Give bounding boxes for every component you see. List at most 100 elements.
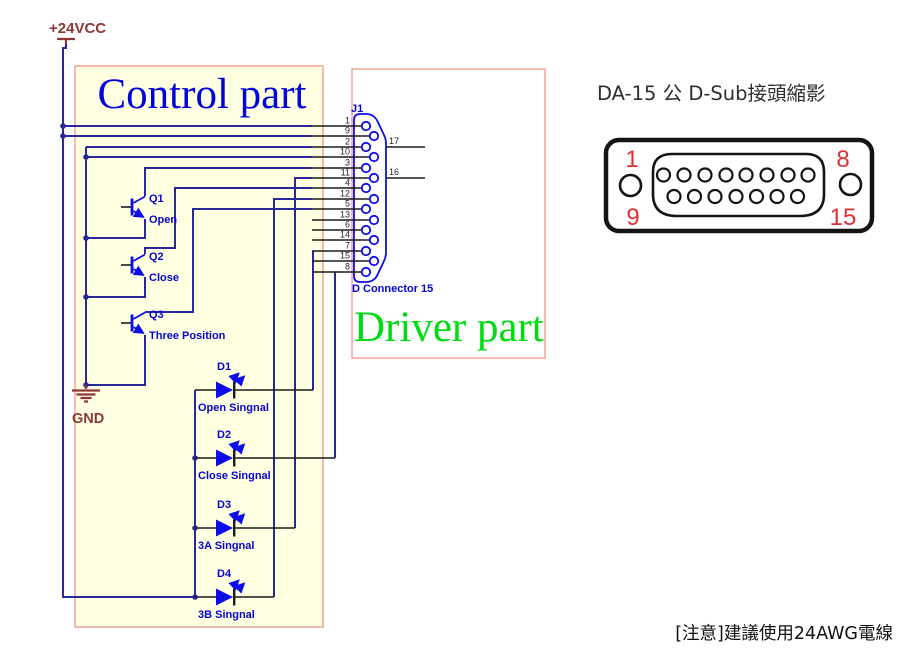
pin-number: 3: [345, 158, 350, 168]
pin-number: 7: [345, 241, 350, 251]
q2-designator: Q2: [149, 251, 164, 263]
d3-signal-label: 3A Singnal: [198, 540, 254, 552]
wire-d3-pin11: [294, 177, 312, 528]
wire-d4-pin12: [273, 198, 312, 597]
d2-triangle: [216, 449, 233, 467]
dsub-mount-hole-left: [618, 173, 643, 198]
pin-number: 1: [345, 116, 350, 126]
pin-number: 5: [345, 199, 350, 209]
q1-function-label: Open: [149, 214, 177, 226]
connector-pin-circle: [368, 172, 380, 184]
dsub-diagram: DA-15 公 D-Sub接頭縮影 1 8 9 15: [597, 82, 875, 234]
connector-pin-circle: [368, 255, 380, 267]
transistor-q1: Q1 Open: [121, 193, 177, 226]
connector-pin-circle: [360, 162, 372, 174]
q3-emitter-arrow: [132, 323, 145, 334]
driver-part-box: [351, 68, 546, 359]
dsub-pin: [666, 188, 682, 205]
dsub-pin15-label: 15: [830, 204, 857, 231]
wire-q2-pin4: [144, 187, 312, 254]
control-part-box: [74, 65, 324, 628]
pin-number: 15: [340, 251, 350, 261]
control-part-title: Control part: [98, 71, 307, 118]
d3-cathode-bar: [233, 519, 236, 537]
dsub-dshell-outline: [651, 152, 826, 218]
dsub-pin8-label: 8: [836, 146, 849, 173]
connector-pin-circle: [368, 193, 380, 205]
pin-number: 10: [340, 147, 350, 157]
wire-q2-emitter: [86, 277, 146, 298]
dsub-pin: [748, 188, 765, 205]
d4-cathode-bar: [233, 588, 236, 606]
d4-signal-label: 3B Singnal: [198, 609, 255, 621]
wire-q3-pin5: [145, 208, 312, 313]
note-text: [注意]建議使用24AWG電線: [675, 623, 893, 644]
vcc-bar: [57, 37, 75, 44]
dsub-pin: [655, 167, 672, 183]
junction-dots: [60, 123, 198, 600]
d1-signal-label: Open Singnal: [198, 402, 269, 414]
dsub-pin9-label: 9: [626, 204, 639, 231]
dsub-pin: [738, 167, 754, 183]
part-boxes: [74, 65, 546, 628]
connector-pin-circle: [360, 120, 372, 132]
d3-designator: D3: [217, 499, 231, 511]
pin-number: 14: [340, 230, 350, 240]
pin-number: 12: [340, 189, 350, 199]
connector-pin-circle: [368, 234, 380, 246]
gnd-label: GND: [72, 411, 104, 427]
q1-designator: Q1: [149, 193, 164, 205]
junction-dot: [60, 123, 66, 129]
junction-dot: [83, 154, 89, 160]
d2-light-arrow: [233, 443, 246, 455]
pin-number: 13: [340, 210, 350, 220]
d1-light-arrow: [233, 375, 246, 387]
transistor-q2: Q2 Close: [121, 251, 179, 284]
connector-pin-circle: [368, 151, 380, 163]
j1-designator: J1: [351, 103, 363, 115]
q3-designator: Q3: [149, 309, 164, 321]
gnd-symbol: GND: [72, 385, 104, 427]
j1-connector-body: [353, 113, 387, 283]
junction-dot: [60, 133, 66, 139]
q1-collector: [132, 195, 146, 204]
d1-designator: D1: [217, 361, 231, 373]
dsub-pin: [769, 188, 785, 205]
transistor-q3: Q3 Three Position: [121, 309, 226, 342]
led-d1: D1 Open Singnal: [195, 361, 313, 414]
dsub-pin: [789, 188, 806, 205]
wire-q1-emitter: [86, 219, 146, 239]
led-d2: D2 Close Singnal: [195, 429, 335, 482]
pin-number-17: 17: [389, 136, 399, 146]
connector-pin-circle: [360, 245, 372, 257]
d1-triangle: [216, 381, 233, 399]
pin-number: 6: [345, 220, 350, 230]
dsub-mount-hole-right: [838, 172, 863, 197]
q3-function-label: Three Position: [149, 330, 226, 342]
d4-designator: D4: [217, 568, 232, 580]
j1-connector: 1 9 2 10 3 11 4 12 5 13 6 14 7 15 8 17 1…: [312, 103, 433, 295]
wire-q3-emitter: [86, 335, 146, 386]
driver-part-title: Driver part: [354, 304, 544, 351]
pin-number: 9: [345, 126, 350, 136]
j1-part-name: D Connector 15: [352, 283, 433, 295]
d3-light-arrow: [233, 513, 246, 525]
pin-number: 2: [345, 137, 350, 147]
wires: [62, 44, 336, 598]
dsub-bottom-pin-row: [666, 188, 806, 205]
dsub-title: DA-15 公 D-Sub接頭縮影: [597, 82, 826, 105]
d2-cathode-bar: [233, 449, 236, 467]
dsub-pin: [718, 167, 734, 183]
dsub-top-pin-row: [655, 167, 816, 183]
pin-number-16: 16: [389, 167, 399, 177]
d4-triangle: [216, 588, 233, 606]
connector-pin-circle: [368, 214, 380, 226]
q2-base-bar: [130, 256, 134, 274]
led-d4: D4 3B Singnal: [195, 568, 274, 621]
dsub-pin: [686, 188, 703, 205]
d4-light-arrow: [233, 582, 246, 594]
dsub-pin1-label: 1: [625, 146, 638, 173]
gnd-bars: [72, 385, 100, 403]
dsub-pin: [800, 167, 816, 183]
